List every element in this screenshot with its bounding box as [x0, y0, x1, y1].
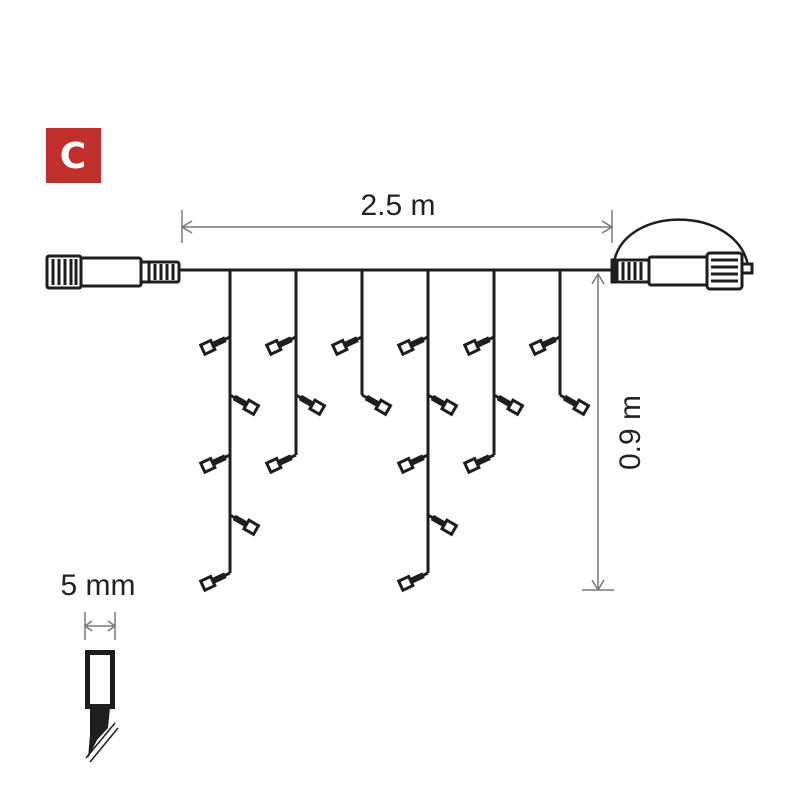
led-bulb-icon	[199, 330, 234, 356]
bulb-detail-icon	[85, 650, 119, 763]
strand	[529, 270, 590, 416]
output-connector	[610, 218, 754, 291]
badge-letter: C	[60, 136, 86, 177]
height-label: 0.9 m	[614, 395, 647, 470]
led-bulb-icon	[463, 330, 498, 356]
led-bulb-icon	[331, 330, 366, 356]
led-bulb-icon	[265, 330, 300, 356]
led-bulb-icon	[358, 389, 392, 416]
led-bulb-icon	[226, 389, 260, 416]
strand	[331, 270, 392, 416]
strand	[265, 270, 326, 474]
category-badge: C	[46, 128, 101, 183]
led-bulb-icon	[463, 448, 498, 474]
led-bulb-icon	[226, 509, 260, 536]
length-label: 2.5 m	[360, 189, 435, 222]
led-bulb-icon	[397, 330, 432, 356]
led-bulb-icon	[199, 566, 234, 592]
led-bulb-icon	[199, 448, 234, 474]
input-connector	[45, 254, 181, 290]
led-bulb-icon	[556, 389, 590, 416]
led-bulb-icon	[424, 389, 458, 416]
led-bulb-icon	[397, 448, 432, 474]
badge-background	[46, 128, 101, 183]
led-bulb-icon	[265, 448, 300, 474]
strand	[397, 270, 458, 592]
strands	[199, 270, 590, 592]
led-bulb-icon	[292, 389, 326, 416]
led-bulb-icon	[529, 330, 564, 356]
strand	[463, 270, 524, 474]
led-bulb-icon	[397, 566, 432, 592]
length-dimension	[180, 210, 614, 243]
height-dimension	[582, 272, 614, 592]
bulb-size-label: 5 mm	[61, 569, 136, 602]
strand	[199, 270, 260, 592]
led-bulb-icon	[424, 509, 458, 536]
led-bulb-icon	[490, 389, 524, 416]
bulb-size-dimension	[83, 612, 117, 640]
